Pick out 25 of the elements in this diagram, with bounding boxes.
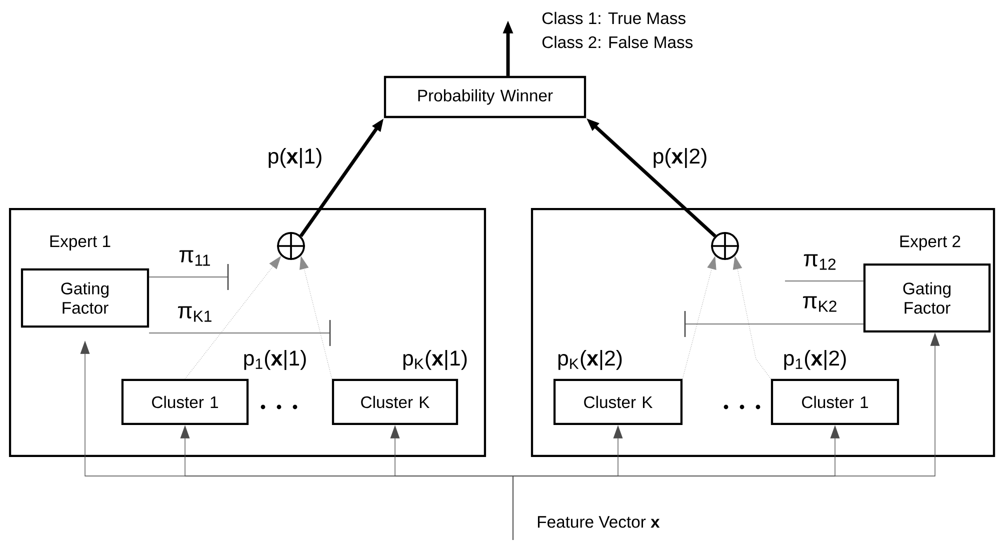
- summation-circle: [276, 231, 306, 261]
- class-label: Class 1: True Mass: [542, 12, 686, 24]
- process-box: Cluster K: [332, 378, 458, 426]
- edge-label: p$_{K}$(x|1): [400, 348, 470, 372]
- summation-circle: [710, 231, 740, 261]
- process-box: Cluster 1: [770, 378, 900, 426]
- edge-label: p$_{1}$(x|2): [782, 348, 848, 372]
- edge-label: π$_{11}$: [177, 248, 213, 268]
- edge-label: p(x|2): [651, 146, 709, 170]
- process-box: Gating Factor: [20, 268, 150, 328]
- class-label: Class 2: False Mass: [542, 36, 693, 48]
- connector-line: [784, 280, 864, 282]
- edge-label: p$_{K}$(x|2): [556, 348, 624, 372]
- edge-label: p$_{1}$(x|1): [242, 348, 308, 372]
- process-box: Cluster 1: [121, 378, 249, 426]
- process-box: Probability Winner: [384, 76, 586, 118]
- edge-label: π$_{K2}$: [800, 294, 840, 314]
- edge-label: p(x|1): [266, 146, 324, 170]
- process-box: Cluster K: [553, 378, 683, 426]
- connector-line: [148, 332, 330, 334]
- edge-label: π$_{K1}$: [176, 304, 214, 324]
- edge-label: π$_{12}$: [802, 252, 838, 272]
- input-label: Feature Vector x: [538, 516, 660, 528]
- connector-line: [148, 276, 228, 278]
- process-box: Gating Factor: [863, 263, 991, 333]
